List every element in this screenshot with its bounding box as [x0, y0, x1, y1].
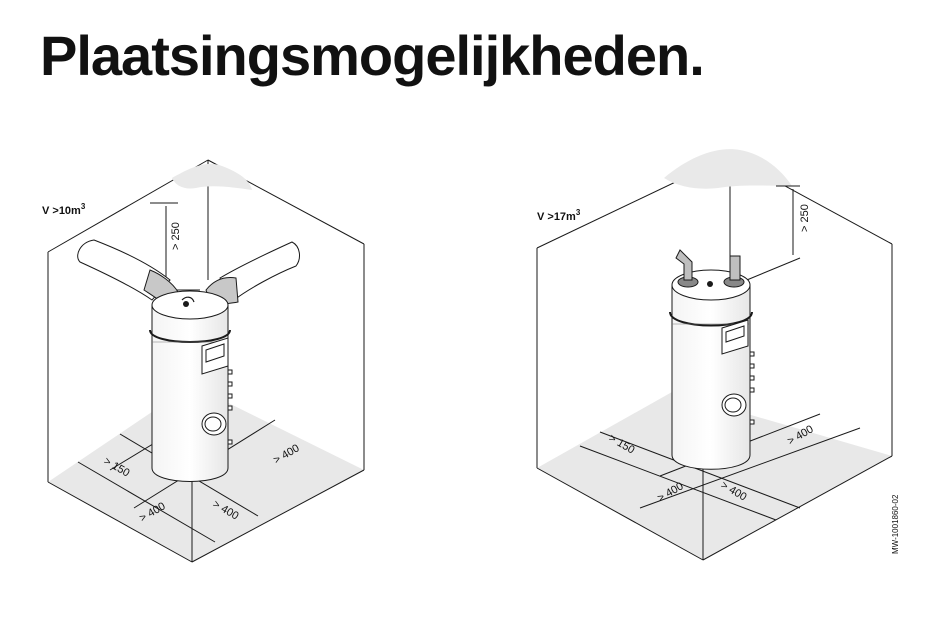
right-ceiling-patch: [664, 149, 792, 189]
left-volume-label: V >10m3: [42, 202, 86, 217]
right-ceiling-dim: > 250: [799, 204, 811, 232]
left-tank: [149, 290, 233, 482]
left-scene: V >10m3 > 250 > 150 > 400 > 400 > 400: [42, 159, 365, 563]
left-ceiling-dim: > 250: [170, 222, 182, 250]
right-tank: [669, 249, 755, 470]
right-scene: V >17m3 > 250 > 150 > 400 > 400 > 400: [536, 149, 893, 561]
left-ceiling-patch: [172, 163, 252, 190]
left-duct-right: [219, 241, 300, 301]
page-title: Plaatsingsmogelijkheden.: [40, 24, 705, 87]
document-code: MW-1001860-02: [891, 494, 900, 554]
right-volume-label: V >17m3: [537, 208, 581, 223]
